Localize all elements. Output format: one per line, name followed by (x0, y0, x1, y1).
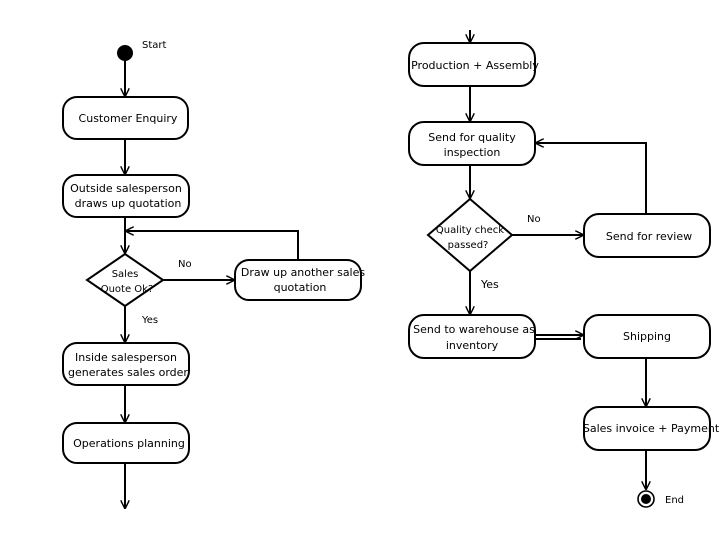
label-quality-no: No (527, 214, 541, 225)
svg-text:Send to warehouse as: Send to warehouse as (413, 323, 535, 336)
svg-text:Quote Ok?: Quote Ok? (101, 284, 154, 295)
node-send-for-review: Send for review (583, 213, 711, 258)
node-shipping: Shipping (583, 314, 711, 359)
label-quote-yes: Yes (141, 315, 158, 326)
end-node (637, 490, 655, 508)
node-inside-salesperson: Inside salesperson generates sales order (62, 342, 190, 386)
start-label: Start (142, 40, 167, 51)
label-quote-no: No (178, 259, 192, 270)
node-outside-salesperson: Outside salesperson draws up quotation (62, 174, 190, 218)
svg-text:inspection: inspection (444, 146, 501, 159)
label-quality-yes: Yes (480, 278, 499, 291)
svg-text:draws up quotation: draws up quotation (75, 197, 182, 210)
decision-quality-check: Quality check passed? (426, 197, 514, 273)
svg-text:passed?: passed? (448, 240, 489, 251)
decision-sales-quote-ok: Sales Quote Ok? (85, 252, 165, 308)
start-node (117, 45, 133, 61)
svg-text:Operations planning: Operations planning (73, 437, 185, 450)
node-operations-planning: Operations planning (62, 422, 190, 464)
edge-redraw-loop (126, 231, 299, 260)
svg-text:Shipping: Shipping (623, 330, 671, 343)
svg-text:quotation: quotation (274, 281, 327, 294)
svg-text:Sales invoice + Payment: Sales invoice + Payment (583, 422, 720, 435)
edge-review-loop (536, 143, 647, 214)
node-sales-invoice-payment: Sales invoice + Payment (583, 406, 720, 451)
node-draw-another-quotation: Draw up another sales quotation (234, 259, 365, 301)
svg-text:Draw up another sales: Draw up another sales (241, 266, 365, 279)
svg-text:Outside salesperson: Outside salesperson (70, 182, 182, 195)
node-send-to-warehouse: Send to warehouse as inventory (408, 314, 536, 359)
svg-text:inventory: inventory (446, 339, 499, 352)
svg-text:generates sales order: generates sales order (68, 366, 188, 379)
node-send-quality-inspection: Send for quality inspection (408, 121, 536, 166)
node-production-assembly: Production + Assembly (408, 42, 539, 87)
node-customer-enquiry: Customer Enquiry (62, 96, 189, 140)
svg-text:Send for quality: Send for quality (428, 131, 516, 144)
svg-text:Quality check: Quality check (436, 225, 504, 236)
svg-text:Inside salesperson: Inside salesperson (75, 351, 177, 364)
end-label: End (665, 495, 684, 506)
svg-text:Customer Enquiry: Customer Enquiry (79, 112, 178, 125)
svg-text:Sales: Sales (112, 269, 139, 280)
svg-text:Send for review: Send for review (606, 230, 692, 243)
svg-text:Production + Assembly: Production + Assembly (411, 59, 539, 72)
